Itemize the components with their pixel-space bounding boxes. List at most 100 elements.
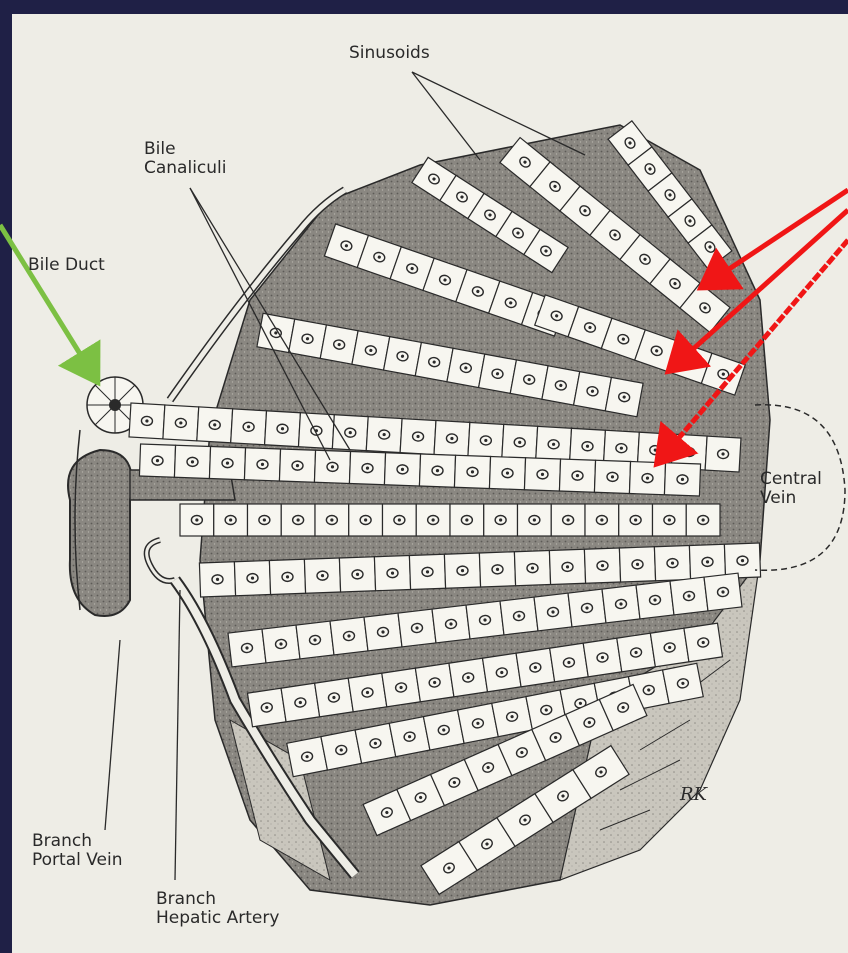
hepatocyte-cell — [415, 663, 454, 702]
hepatocyte-cell — [466, 601, 504, 639]
hepatocyte-cell — [670, 577, 708, 615]
hepatocyte-cell — [724, 543, 760, 578]
hepatocyte-cell — [197, 407, 233, 443]
hepatocyte-cell — [450, 504, 484, 536]
hepatocyte-cell — [500, 597, 538, 635]
hepatocyte-cell — [650, 628, 689, 667]
label-sinusoids: Sinusoids — [349, 44, 430, 63]
hepatocyte-cell — [279, 449, 315, 482]
hepatocyte-cell — [568, 589, 606, 627]
hepatocyte-cell — [209, 447, 245, 480]
hepatocyte-cell — [214, 504, 248, 536]
hepatocyte-cell — [551, 504, 585, 536]
hepatocyte-cell — [384, 453, 420, 486]
hepatocyte-cell — [349, 504, 383, 536]
hepatocyte-cell — [269, 559, 305, 594]
hepatocyte-cell — [231, 409, 267, 445]
hepatocyte-cell — [180, 504, 214, 536]
hepatocyte-cell — [374, 556, 410, 591]
hepatocyte-cell — [129, 403, 165, 439]
hepatocyte-cell — [550, 643, 589, 682]
hepatocyte-cell — [524, 458, 560, 491]
hepatocyte-cell — [332, 415, 368, 451]
hepatocyte-cell — [584, 548, 620, 583]
hepatocyte-cell — [549, 549, 585, 584]
hepatocyte-cell — [304, 558, 340, 593]
hepatocyte-cell — [174, 445, 210, 478]
hepatocyte-cell — [296, 621, 334, 659]
hepatocyte-cell — [479, 552, 515, 587]
hepatocyte-cell — [516, 648, 555, 687]
hepatocyte-cell — [248, 504, 282, 536]
hepatocyte-cell — [689, 544, 725, 579]
hepatocyte-cell — [321, 730, 362, 770]
hepatocyte-cell — [468, 422, 504, 458]
hepatocyte-cell — [287, 737, 328, 777]
hepatocyte-cell — [594, 460, 630, 493]
hepatocyte-cell — [139, 444, 175, 477]
hepatocyte-cell — [619, 504, 653, 536]
hepatocyte-cell — [583, 638, 622, 677]
hepatocyte-cell — [315, 504, 349, 536]
hepatocyte-cell — [534, 593, 572, 631]
hepatocyte-cell — [228, 629, 266, 667]
hepatocyte-cell — [492, 697, 533, 737]
hepatocyte-cell — [330, 617, 368, 655]
hepatocyte-cell — [585, 504, 619, 536]
hepatocyte-cell — [382, 668, 421, 707]
hepatocyte-cell — [686, 504, 720, 536]
hepatocyte-cell — [389, 717, 430, 757]
hepatocyte-cell — [281, 504, 315, 536]
hepatocyte-cell — [315, 678, 354, 717]
hepatocyte-cell — [664, 463, 700, 496]
hepatocyte-cell — [654, 546, 690, 581]
hepatocyte-cell — [617, 633, 656, 672]
label-branch-portal-vein: Branch Portal Vein — [32, 832, 123, 870]
label-branch-hepatic-artery: Branch Hepatic Artery — [156, 890, 279, 928]
hepatocyte-cell — [349, 452, 385, 485]
hepatocyte-cell — [423, 710, 464, 750]
hepatocyte-cell — [348, 673, 387, 712]
artist-signature: RK — [679, 784, 709, 805]
hepatocyte-cell — [383, 504, 417, 536]
hepatocyte-cell — [434, 421, 470, 457]
hepatocyte-cell — [619, 547, 655, 582]
hepatocyte-cell — [705, 436, 741, 472]
hepatocyte-cell — [247, 688, 286, 727]
hepatocyte-cell — [366, 417, 402, 453]
hepatocyte-cell — [416, 504, 450, 536]
hepatocyte-cell — [684, 623, 723, 662]
hepatocyte-cell — [355, 723, 396, 763]
hepatocyte-cell — [636, 581, 674, 619]
hepatocyte-cell — [559, 459, 595, 492]
hepatocyte-cell — [458, 703, 499, 743]
hepatocyte-cell — [339, 557, 375, 592]
label-central-vein: Central Vein — [760, 470, 822, 508]
hepatocyte-cell — [570, 428, 606, 464]
hepatocyte-cell — [298, 413, 334, 449]
hepatocyte-cell — [281, 683, 320, 722]
hepatocyte-cell — [199, 562, 235, 597]
hepatocyte-cell — [502, 424, 538, 460]
hepatocyte-cell — [314, 450, 350, 483]
hepatocyte-cell — [432, 605, 470, 643]
hepatocyte-cell — [653, 504, 687, 536]
hepatocyte-cell — [484, 504, 518, 536]
label-bile-canaliculi: Bile Canaliculi — [144, 140, 227, 178]
hepatocyte-cell — [536, 426, 572, 462]
hepatocyte-cell — [265, 411, 301, 447]
hepatocyte-cell — [704, 573, 742, 611]
hepatocyte-cell — [629, 462, 665, 495]
hepatocyte-cell — [409, 554, 445, 589]
hepatocyte-cell — [482, 653, 521, 692]
hepatocyte-cell — [602, 585, 640, 623]
hepatocyte-cell — [419, 454, 455, 487]
hepatocyte-cell — [605, 377, 643, 416]
hepatocyte-cell — [663, 663, 704, 703]
hepatocyte-cell — [262, 625, 300, 663]
hepatocyte-cell — [163, 405, 199, 441]
hepatocyte-cell — [444, 553, 480, 588]
hepatocyte-cell — [489, 457, 525, 490]
hepatocyte-cell — [398, 609, 436, 647]
